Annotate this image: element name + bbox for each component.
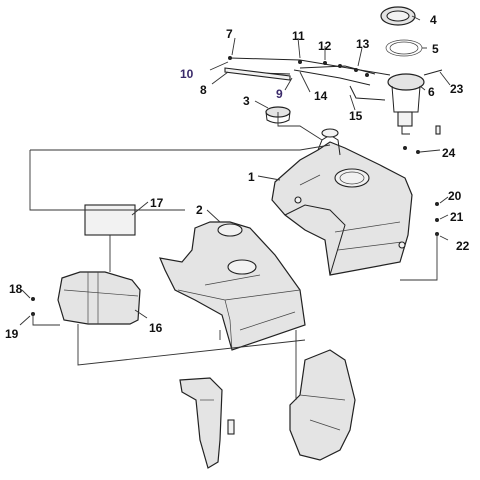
callout-2: 2 [196, 203, 203, 217]
warning-label-part [84, 204, 136, 236]
callout-13: 13 [356, 37, 370, 51]
callout-17: 17 [150, 196, 164, 210]
mounting-bracket-right-part [289, 349, 356, 461]
callout-21: 21 [450, 210, 464, 224]
heat-shield-part [57, 271, 141, 325]
callout-22: 22 [456, 239, 470, 253]
callout-3: 3 [243, 94, 250, 108]
pump-gasket-part [385, 39, 423, 57]
assembly-leader-lines [29, 112, 438, 400]
fuel-pump-part [387, 69, 443, 135]
callout-8: 8 [200, 83, 207, 97]
callout-4: 4 [430, 13, 437, 27]
callout-18: 18 [9, 282, 23, 296]
tank-skid-plate-part [159, 221, 306, 351]
callout-numbers: 1 2 3 4 5 6 7 8 9 10 11 12 13 14 15 16 1… [5, 13, 470, 341]
callout-7: 7 [226, 27, 233, 41]
mounting-bracket-left-part [179, 377, 235, 469]
fuel-line-hoses [224, 56, 391, 101]
callout-5: 5 [432, 42, 439, 56]
callout-24: 24 [442, 146, 456, 160]
callout-12: 12 [318, 39, 332, 53]
callout-16: 16 [149, 321, 163, 335]
callout-14: 14 [314, 89, 328, 103]
callout-6: 6 [428, 85, 435, 99]
callout-1: 1 [248, 170, 255, 184]
callout-20: 20 [448, 189, 462, 203]
callout-leaders [19, 15, 451, 326]
callout-11: 11 [292, 29, 305, 43]
lock-ring-part [380, 6, 416, 26]
callout-23: 23 [450, 82, 464, 96]
fuel-tank-part [271, 128, 413, 276]
callout-19: 19 [5, 327, 19, 341]
callout-9: 9 [276, 87, 283, 101]
callout-10: 10 [180, 67, 194, 81]
callout-15: 15 [349, 109, 363, 123]
